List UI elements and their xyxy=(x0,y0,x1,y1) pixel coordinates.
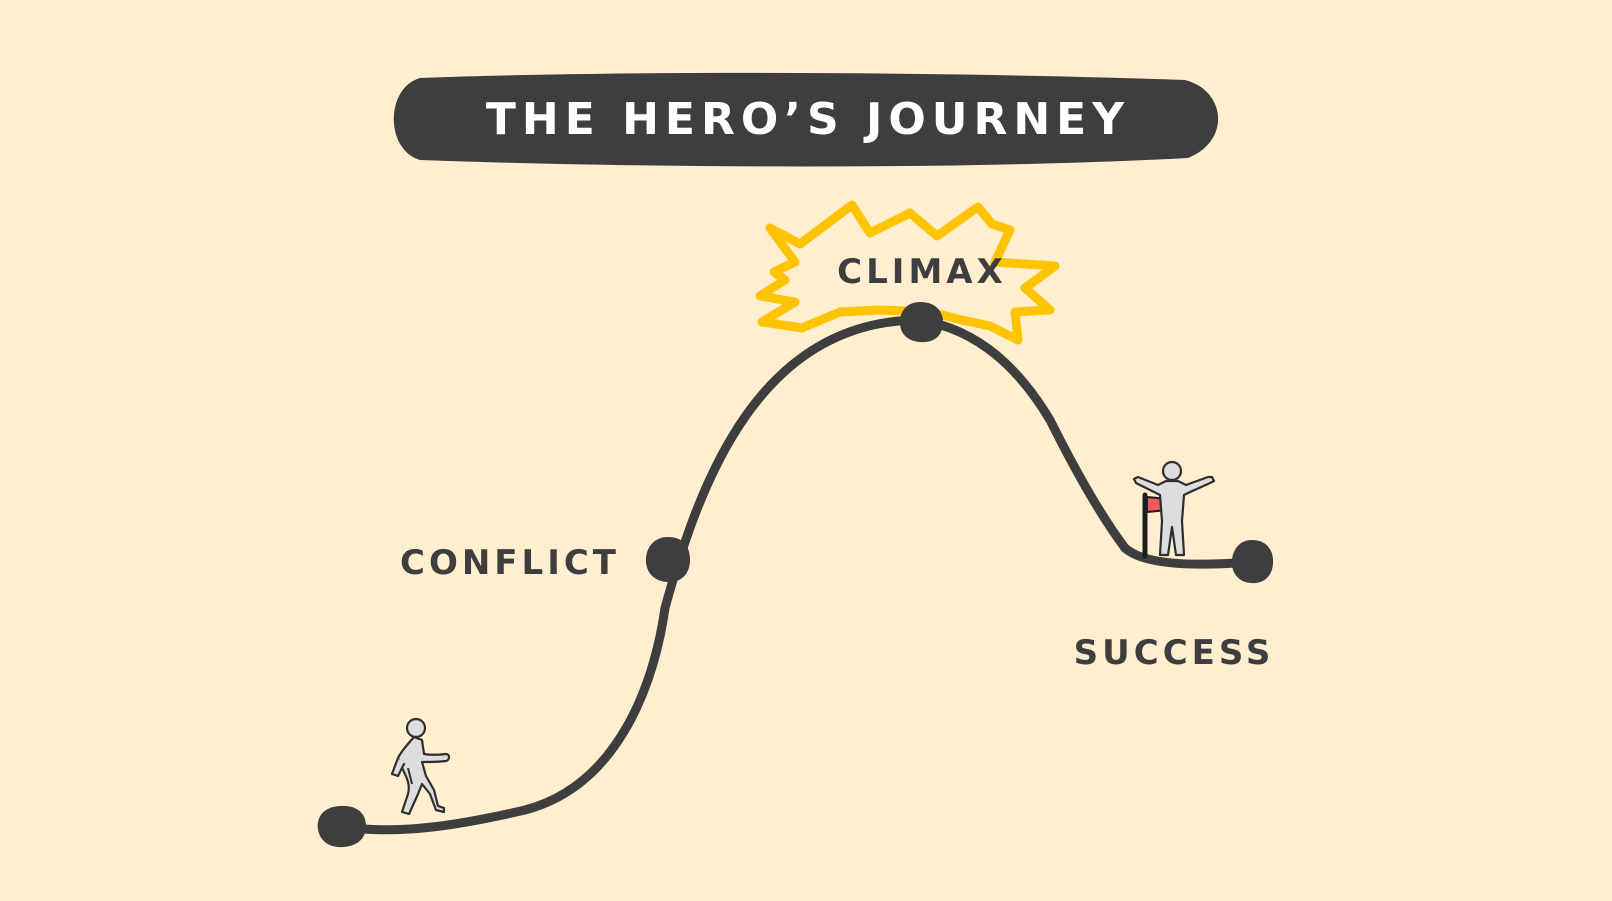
node-success xyxy=(1231,540,1274,584)
stage-label-conflict: CONFLICT xyxy=(400,543,620,583)
stage-label-climax: CLIMAX xyxy=(837,252,1007,292)
node-climax xyxy=(899,302,944,343)
page-title: THE HERO’S JOURNEY xyxy=(486,94,1130,145)
title-banner: THE HERO’S JOURNEY xyxy=(393,72,1219,167)
node-conflict xyxy=(645,537,690,583)
celebrating-figure-icon xyxy=(1132,460,1216,557)
climax-burst-shape xyxy=(755,200,1060,345)
starburst-icon xyxy=(755,200,1060,345)
journey-path xyxy=(340,315,1255,835)
title-banner-shape xyxy=(393,72,1219,167)
stage-label-success: SUCCESS xyxy=(1074,633,1275,673)
walking-figure-icon xyxy=(390,717,451,816)
node-start xyxy=(317,805,366,848)
